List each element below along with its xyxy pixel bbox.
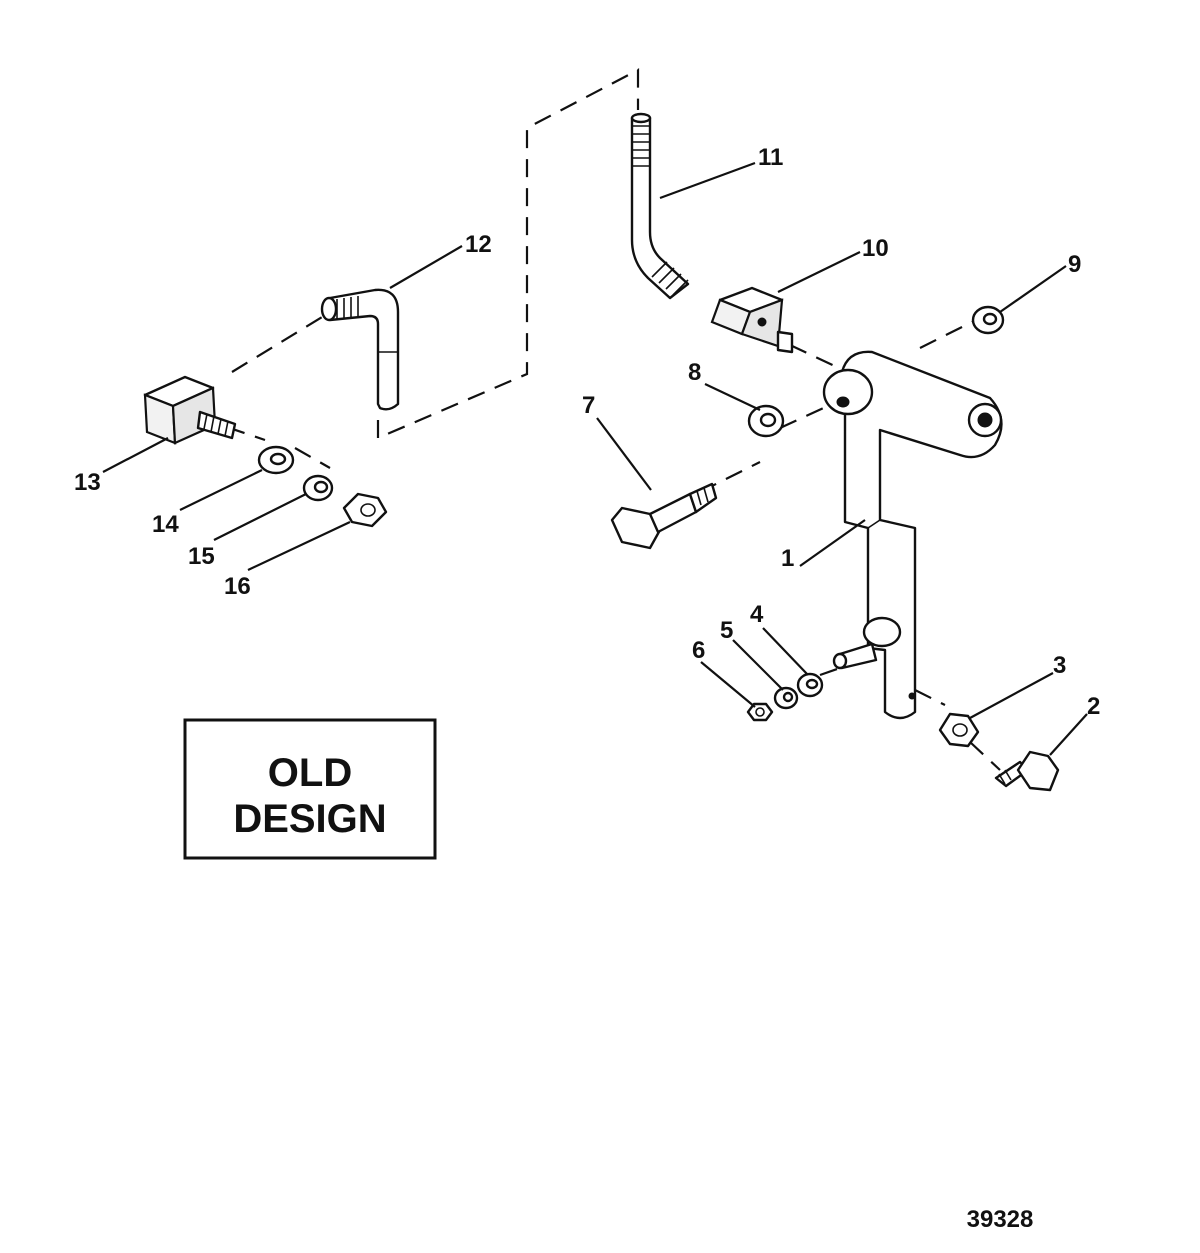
- reference-number: 39328: [967, 1206, 1034, 1233]
- callout-16: 16: [224, 573, 251, 600]
- part-11-l-rod: [630, 112, 690, 300]
- part-7-shoulder-bolt: [610, 482, 718, 550]
- callout-2: 2: [1087, 693, 1100, 720]
- callout-7: 7: [582, 392, 595, 419]
- part-3-nut: [938, 712, 980, 748]
- callout-4: 4: [750, 601, 764, 628]
- callout-13: 13: [74, 469, 101, 496]
- callout-6: 6: [692, 637, 705, 664]
- part-12-l-pin: [320, 288, 400, 411]
- part-10-connector: [710, 286, 794, 354]
- callout-1: 1: [781, 545, 794, 572]
- callout-5: 5: [720, 617, 733, 644]
- part-14-washer: [257, 445, 295, 475]
- part-13-block: [143, 375, 237, 445]
- leader-lines: [102, 161, 1088, 756]
- part-15-lock-washer: [302, 474, 334, 502]
- box-line-2: DESIGN: [233, 797, 386, 841]
- callout-11: 11: [758, 144, 783, 171]
- callout-3: 3: [1053, 652, 1066, 679]
- old-design-box: OLD DESIGN: [183, 718, 437, 860]
- part-2-bolt: [994, 750, 1060, 792]
- callout-15: 15: [188, 543, 215, 570]
- callout-14: 14: [152, 511, 179, 538]
- callout-8: 8: [688, 359, 701, 386]
- part-6-nut: [746, 702, 774, 722]
- callout-10: 10: [862, 235, 889, 262]
- part-4-lock-washer: [796, 672, 824, 698]
- callout-9: 9: [1068, 251, 1081, 278]
- part-9-washer: [971, 305, 1005, 335]
- callout-12: 12: [465, 231, 492, 258]
- part-1-lever: [822, 350, 1003, 720]
- box-line-1: OLD: [268, 751, 352, 795]
- part-5-washer: [773, 686, 799, 710]
- callout-labels: 1 2 3 4 5 6 7 8 9 10 11 12 13 14 15 16: [74, 144, 1100, 720]
- part-16-nut: [342, 492, 388, 528]
- part-8-washer: [747, 404, 785, 438]
